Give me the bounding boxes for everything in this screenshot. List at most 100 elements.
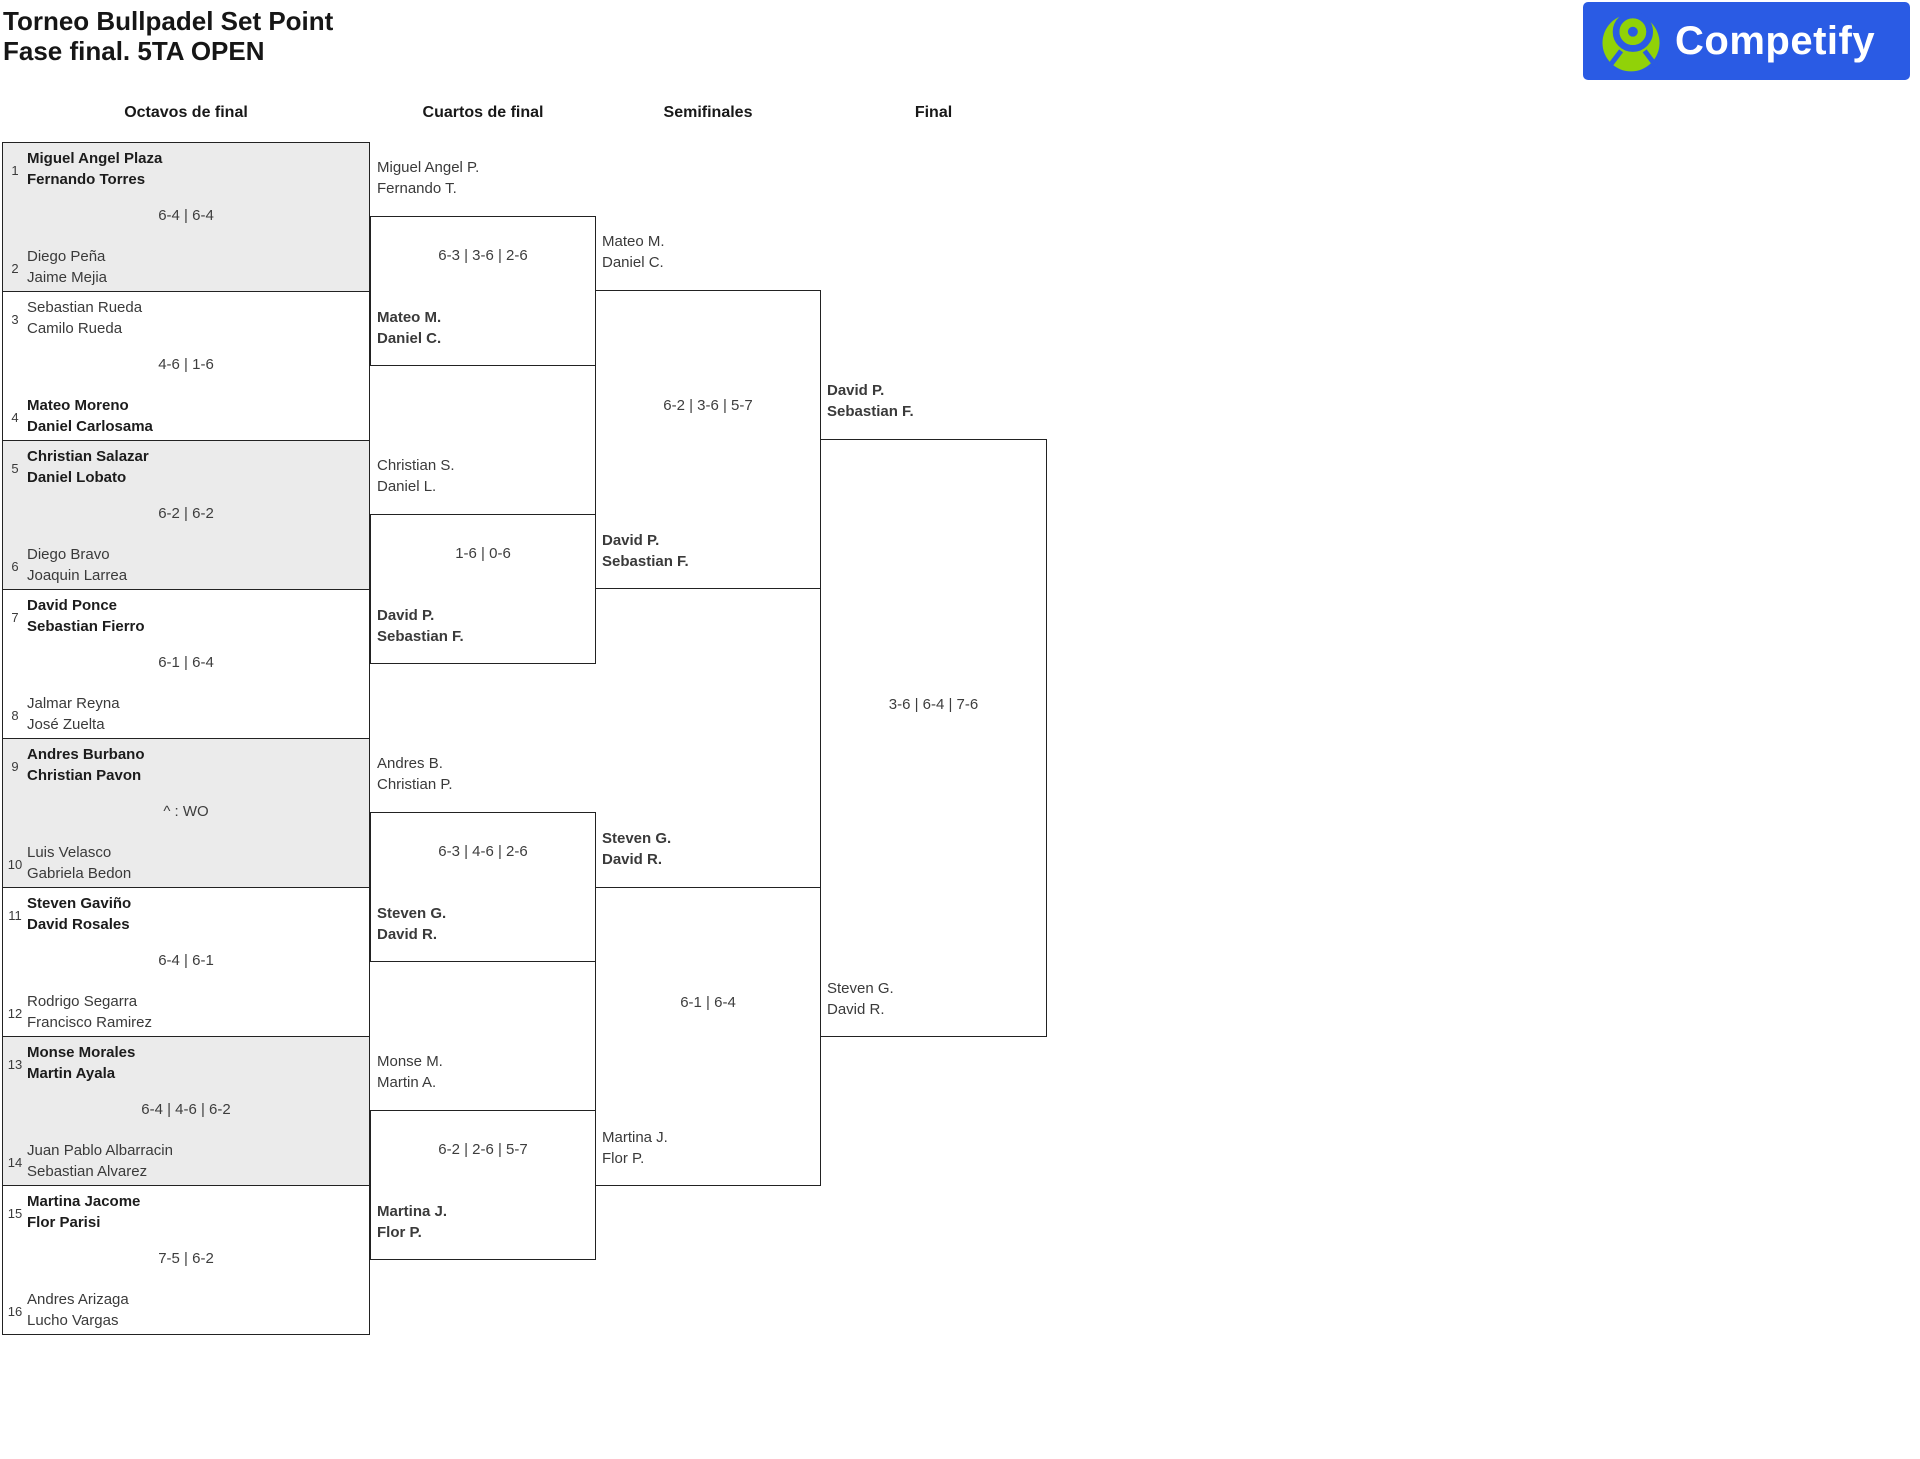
match-score: ^ : WO xyxy=(163,803,209,820)
player-name: Steven G. xyxy=(602,830,672,847)
team-entry[interactable]: Martina J. Flor P. xyxy=(377,1201,447,1243)
team-entry[interactable]: Miguel Angel Plaza Fernando Torres xyxy=(27,148,162,190)
player-name: Sebastian F. xyxy=(602,553,689,570)
team-entry[interactable]: Mateo Moreno Daniel Carlosama xyxy=(27,395,153,437)
player-name: Camilo Rueda xyxy=(27,320,123,337)
seed-number: 12 xyxy=(7,1006,23,1021)
match-score: 6-4 | 6-1 xyxy=(158,952,214,969)
seed-number: 14 xyxy=(7,1155,23,1170)
team-entry[interactable]: David P. Sebastian F. xyxy=(827,380,914,422)
team-entry[interactable]: Diego Bravo Joaquin Larrea xyxy=(27,544,127,586)
player-name: Miguel Angel P. xyxy=(377,159,480,176)
seed-number: 7 xyxy=(11,610,19,625)
column-header-semifinales: Semifinales xyxy=(663,104,753,121)
player-name: Sebastian F. xyxy=(827,403,914,420)
team-entry[interactable]: Andres Burbano Christian Pavon xyxy=(27,744,145,786)
match-score: 4-6 | 1-6 xyxy=(158,356,214,373)
seed-number: 11 xyxy=(8,908,22,923)
player-name: Martin Ayala xyxy=(27,1065,116,1082)
team-entry[interactable]: Martina Jacome Flor Parisi xyxy=(27,1191,140,1233)
match-final: David P. Sebastian F. 3-6 | 6-4 | 7-6 St… xyxy=(820,382,1047,1037)
seed-number: 5 xyxy=(11,461,19,476)
match-cuartos-1: Miguel Angel P. Fernando T. 6-3 | 3-6 | … xyxy=(370,159,596,366)
seed-number: 2 xyxy=(11,261,19,276)
player-name: Martin A. xyxy=(377,1074,437,1091)
match-octavos-6: 11 Steven Gaviño David Rosales 6-4 | 6-1… xyxy=(2,887,370,1037)
brand-name: Competify xyxy=(1675,18,1876,63)
player-name: Sebastian Alvarez xyxy=(27,1163,148,1180)
team-entry[interactable]: Steven G. David R. xyxy=(602,828,671,870)
player-name: Christian P. xyxy=(377,776,453,793)
match-cuartos-3: Andres B. Christian P. 6-3 | 4-6 | 2-6 S… xyxy=(370,755,596,962)
team-entry[interactable]: Andres B. Christian P. xyxy=(377,753,453,795)
match-score: 3-6 | 6-4 | 7-6 xyxy=(888,696,979,713)
player-name: Diego Bravo xyxy=(27,546,110,563)
player-name: Martina J. xyxy=(377,1203,448,1220)
match-score: 6-1 | 6-4 xyxy=(680,994,736,1011)
player-name: Diego Peña xyxy=(27,248,106,265)
team-entry[interactable]: Mateo M. Daniel C. xyxy=(602,231,665,273)
player-name: Martina J. xyxy=(602,1129,668,1146)
match-score: 6-4 | 4-6 | 6-2 xyxy=(141,1101,231,1118)
team-entry[interactable]: Juan Pablo Albarracin Sebastian Alvarez xyxy=(27,1140,173,1182)
match-semifinal-1: Mateo M. Daniel C. 6-2 | 3-6 | 5-7 David… xyxy=(595,233,821,589)
team-entry[interactable]: David Ponce Sebastian Fierro xyxy=(27,595,145,637)
column-header-cuartos: Cuartos de final xyxy=(422,104,544,121)
player-name: Fernando T. xyxy=(377,180,457,197)
team-entry[interactable]: Christian S. Daniel L. xyxy=(377,455,455,497)
team-entry[interactable]: Rodrigo Segarra Francisco Ramirez xyxy=(27,991,152,1033)
player-name: Francisco Ramirez xyxy=(27,1014,153,1031)
player-name: Lucho Vargas xyxy=(27,1312,119,1329)
team-entry[interactable]: Jalmar Reyna José Zuelta xyxy=(27,693,120,735)
seed-number: 8 xyxy=(11,708,19,723)
player-name: Steven Gaviño xyxy=(27,895,132,912)
team-entry[interactable]: Mateo M. Daniel C. xyxy=(377,307,441,349)
player-name: Martina Jacome xyxy=(27,1193,141,1210)
seed-number: 15 xyxy=(7,1206,23,1221)
team-entry[interactable]: Diego Peña Jaime Mejia xyxy=(27,246,107,288)
player-name: David Rosales xyxy=(27,916,130,933)
team-entry[interactable]: Steven G. David R. xyxy=(377,903,446,945)
team-entry[interactable]: Sebastian Rueda Camilo Rueda xyxy=(27,297,142,339)
match-cuartos-2: Christian S. Daniel L. 1-6 | 0-6 David P… xyxy=(370,457,596,664)
player-name: David R. xyxy=(602,851,663,868)
player-name: Christian Salazar xyxy=(27,448,149,465)
player-name: Fernando Torres xyxy=(27,171,146,188)
match-semifinal-2: Steven G. David R. 6-1 | 6-4 Martina J. … xyxy=(595,830,821,1186)
seed-number: 4 xyxy=(11,410,19,425)
match-octavos-4: 7 David Ponce Sebastian Fierro 6-1 | 6-4… xyxy=(2,589,370,739)
team-entry[interactable]: Andres Arizaga Lucho Vargas xyxy=(27,1289,129,1331)
team-entry[interactable]: Monse M. Martin A. xyxy=(377,1051,443,1093)
team-entry[interactable]: David P. Sebastian F. xyxy=(602,530,689,572)
player-name: Jalmar Reyna xyxy=(27,695,120,712)
match-octavos-2: 3 Sebastian Rueda Camilo Rueda 4-6 | 1-6… xyxy=(2,291,370,441)
team-entry[interactable]: Steven Gaviño David Rosales xyxy=(27,893,131,935)
match-octavos-5: 9 Andres Burbano Christian Pavon ^ : WO … xyxy=(2,738,370,888)
player-name: Miguel Angel Plaza xyxy=(27,150,163,167)
competify-logo[interactable]: Competify xyxy=(1583,2,1910,80)
team-entry[interactable]: David P. Sebastian F. xyxy=(377,605,464,647)
team-entry[interactable]: Luis Velasco Gabriela Bedon xyxy=(27,842,131,884)
team-entry[interactable]: Steven G. David R. xyxy=(827,978,894,1020)
player-name: Mateo Moreno xyxy=(27,397,129,414)
match-score: 6-1 | 6-4 xyxy=(158,654,214,671)
player-name: Monse Morales xyxy=(27,1044,136,1061)
match-score: 6-2 | 3-6 | 5-7 xyxy=(663,397,753,414)
team-entry[interactable]: Martina J. Flor P. xyxy=(602,1127,668,1169)
team-entry[interactable]: Miguel Angel P. Fernando T. xyxy=(377,157,479,199)
player-name: Daniel C. xyxy=(377,330,442,347)
player-name: Flor Parisi xyxy=(27,1214,101,1231)
match-score: 7-5 | 6-2 xyxy=(158,1250,214,1267)
player-name: Mateo M. xyxy=(377,309,442,326)
player-name: Luis Velasco xyxy=(27,844,112,861)
team-entry[interactable]: Monse Morales Martin Ayala xyxy=(27,1042,135,1084)
match-score: 1-6 | 0-6 xyxy=(455,545,511,562)
player-name: Daniel Lobato xyxy=(27,469,127,486)
match-score: 6-3 | 4-6 | 2-6 xyxy=(438,843,528,860)
match-score: 6-3 | 3-6 | 2-6 xyxy=(438,247,528,264)
player-name: Steven G. xyxy=(377,905,447,922)
player-name: Andres Arizaga xyxy=(27,1291,129,1308)
team-entry[interactable]: Christian Salazar Daniel Lobato xyxy=(27,446,149,488)
player-name: Gabriela Bedon xyxy=(27,865,132,882)
